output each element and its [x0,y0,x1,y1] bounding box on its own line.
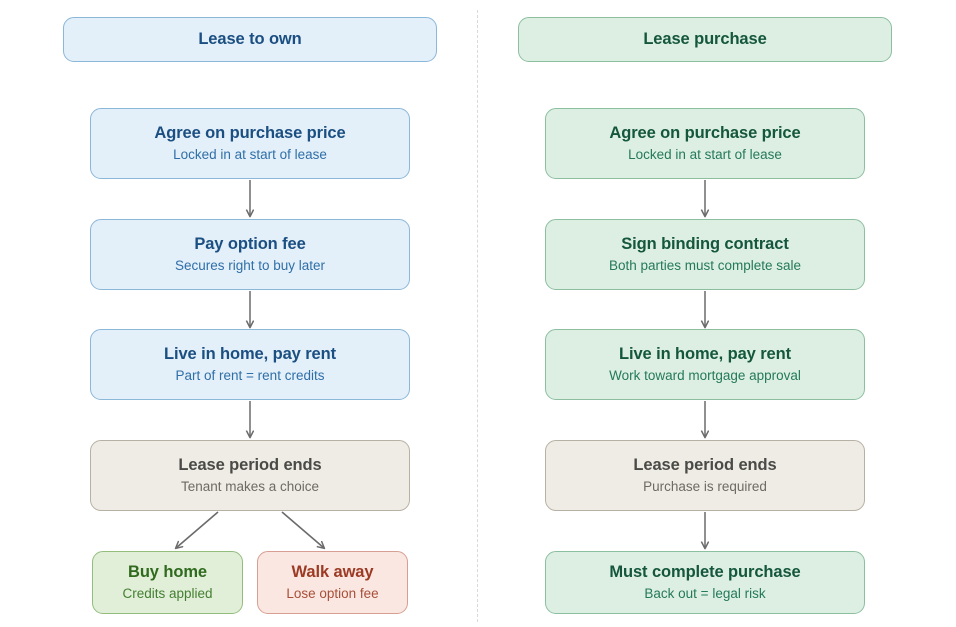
right-step-3[interactable]: Live in home, pay rent Work toward mortg… [545,329,865,400]
left-outcome-walk-away[interactable]: Walk away Lose option fee [257,551,408,614]
right-step-5-title: Must complete purchase [609,562,801,581]
left-step-1[interactable]: Agree on purchase price Locked in at sta… [90,108,410,179]
right-step-3-title: Live in home, pay rent [618,344,791,363]
right-step-2[interactable]: Sign binding contract Both parties must … [545,219,865,290]
right-step-2-title: Sign binding contract [621,234,789,253]
right-step-1[interactable]: Agree on purchase price Locked in at sta… [545,108,865,179]
left-step-3-subtitle: Part of rent = rent credits [175,368,325,384]
right-step-4[interactable]: Lease period ends Purchase is required [545,440,865,511]
right-column-header-label: Lease purchase [643,29,767,48]
left-step-2-subtitle: Secures right to buy later [174,258,326,274]
left-step-4-title: Lease period ends [178,455,322,474]
left-step-4[interactable]: Lease period ends Tenant makes a choice [90,440,410,511]
left-outcome-buy-home-subtitle: Credits applied [122,586,213,602]
left-outcome-walk-away-subtitle: Lose option fee [286,586,379,602]
right-step-2-subtitle: Both parties must complete sale [608,258,802,274]
left-outcome-buy-home-title: Buy home [128,562,207,581]
left-branch-arrows [176,511,324,548]
left-column-header-label: Lease to own [198,29,302,48]
left-step-3-title: Live in home, pay rent [163,344,336,363]
right-step-5-subtitle: Back out = legal risk [644,586,766,602]
left-step-4-subtitle: Tenant makes a choice [180,479,320,495]
right-step-1-title: Agree on purchase price [609,123,801,142]
left-step-2-title: Pay option fee [194,234,306,253]
left-step-1-subtitle: Locked in at start of lease [173,147,327,163]
left-step-2[interactable]: Pay option fee Secures right to buy late… [90,219,410,290]
right-column-header: Lease purchase [518,17,892,62]
left-outcome-buy-home[interactable]: Buy home Credits applied [92,551,243,614]
column-divider [477,10,478,622]
right-step-4-title: Lease period ends [633,455,777,474]
right-step-1-subtitle: Locked in at start of lease [628,147,782,163]
right-step-3-subtitle: Work toward mortgage approval [609,368,801,384]
right-step-4-subtitle: Purchase is required [643,479,767,495]
left-column-header: Lease to own [63,17,437,62]
right-step-5[interactable]: Must complete purchase Back out = legal … [545,551,865,614]
left-step-3[interactable]: Live in home, pay rent Part of rent = re… [90,329,410,400]
left-step-1-title: Agree on purchase price [154,123,346,142]
left-outcome-walk-away-title: Walk away [291,562,374,581]
